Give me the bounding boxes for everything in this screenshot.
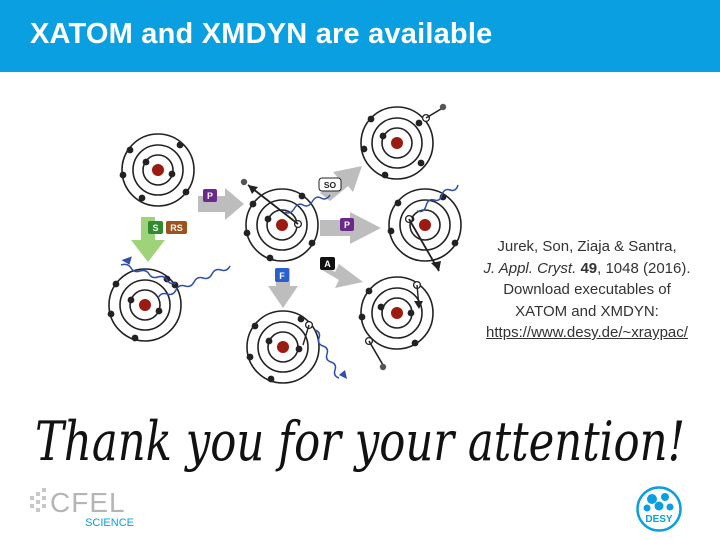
svg-text:SO: SO: [324, 180, 337, 190]
process-arrows: [198, 166, 381, 308]
svg-text:F: F: [279, 271, 285, 281]
svg-text:RS: RS: [170, 223, 183, 233]
badge-photoionization-2: P: [340, 218, 354, 231]
atomic-processes-diagram: P SO P S RS F A: [107, 103, 462, 384]
thanks-banner: Thank you for your attention!: [35, 410, 685, 473]
badge-fluorescence: F: [275, 268, 289, 282]
atom-fluorescence: [246, 310, 347, 384]
slide-title: XATOM and XMDYN are available: [30, 18, 493, 50]
desy-wordmark: DESY: [645, 514, 673, 525]
cfel-logo: CFEL SCIENCE: [30, 487, 134, 529]
atom-photoionized: [387, 184, 462, 272]
atom-shakeoff: [360, 103, 447, 180]
desy-logo: DESY: [636, 486, 682, 532]
reference-citation: J. Appl. Cryst. 49, 1048 (2016).: [462, 258, 712, 280]
download-line-1: Download executables of: [503, 281, 671, 298]
svg-text:A: A: [324, 259, 331, 269]
svg-text:S: S: [152, 223, 158, 233]
atom-auger: [358, 276, 434, 371]
reference-journal: J. Appl. Cryst.: [483, 259, 577, 277]
download-line-2: XATOM and XMDYN:: [515, 302, 659, 320]
svg-text:P: P: [344, 220, 350, 230]
title-bar: XATOM and XMDYN are available: [0, 0, 720, 72]
reference-authors: Jurek, Son, Ziaja & Santra,: [497, 238, 677, 255]
badge-scattering-rs: RS: [166, 221, 187, 234]
atom-center: [240, 178, 331, 262]
cfel-subtitle: SCIENCE: [85, 517, 134, 529]
reference-block: Jurek, Son, Ziaja & Santra, J. Appl. Cry…: [462, 236, 712, 344]
thanks-text: Thank you for your attention!: [35, 410, 685, 473]
scattering-arrow: [131, 217, 165, 262]
reference-pages-year: , 1048 (2016).: [597, 259, 691, 277]
download-link[interactable]: https://www.desy.de/~xraypac/: [486, 324, 688, 341]
reference-volume: 49: [580, 259, 598, 277]
svg-text:P: P: [207, 191, 213, 201]
cfel-wordmark: CFEL: [50, 487, 126, 518]
badge-scattering-s: S: [148, 221, 163, 234]
badge-photoionization-1: P: [203, 189, 217, 202]
badge-shakeoff: SO: [318, 177, 342, 192]
badge-auger: A: [320, 257, 335, 270]
atom-initial: [119, 133, 195, 207]
atom-scattered: [107, 256, 231, 342]
